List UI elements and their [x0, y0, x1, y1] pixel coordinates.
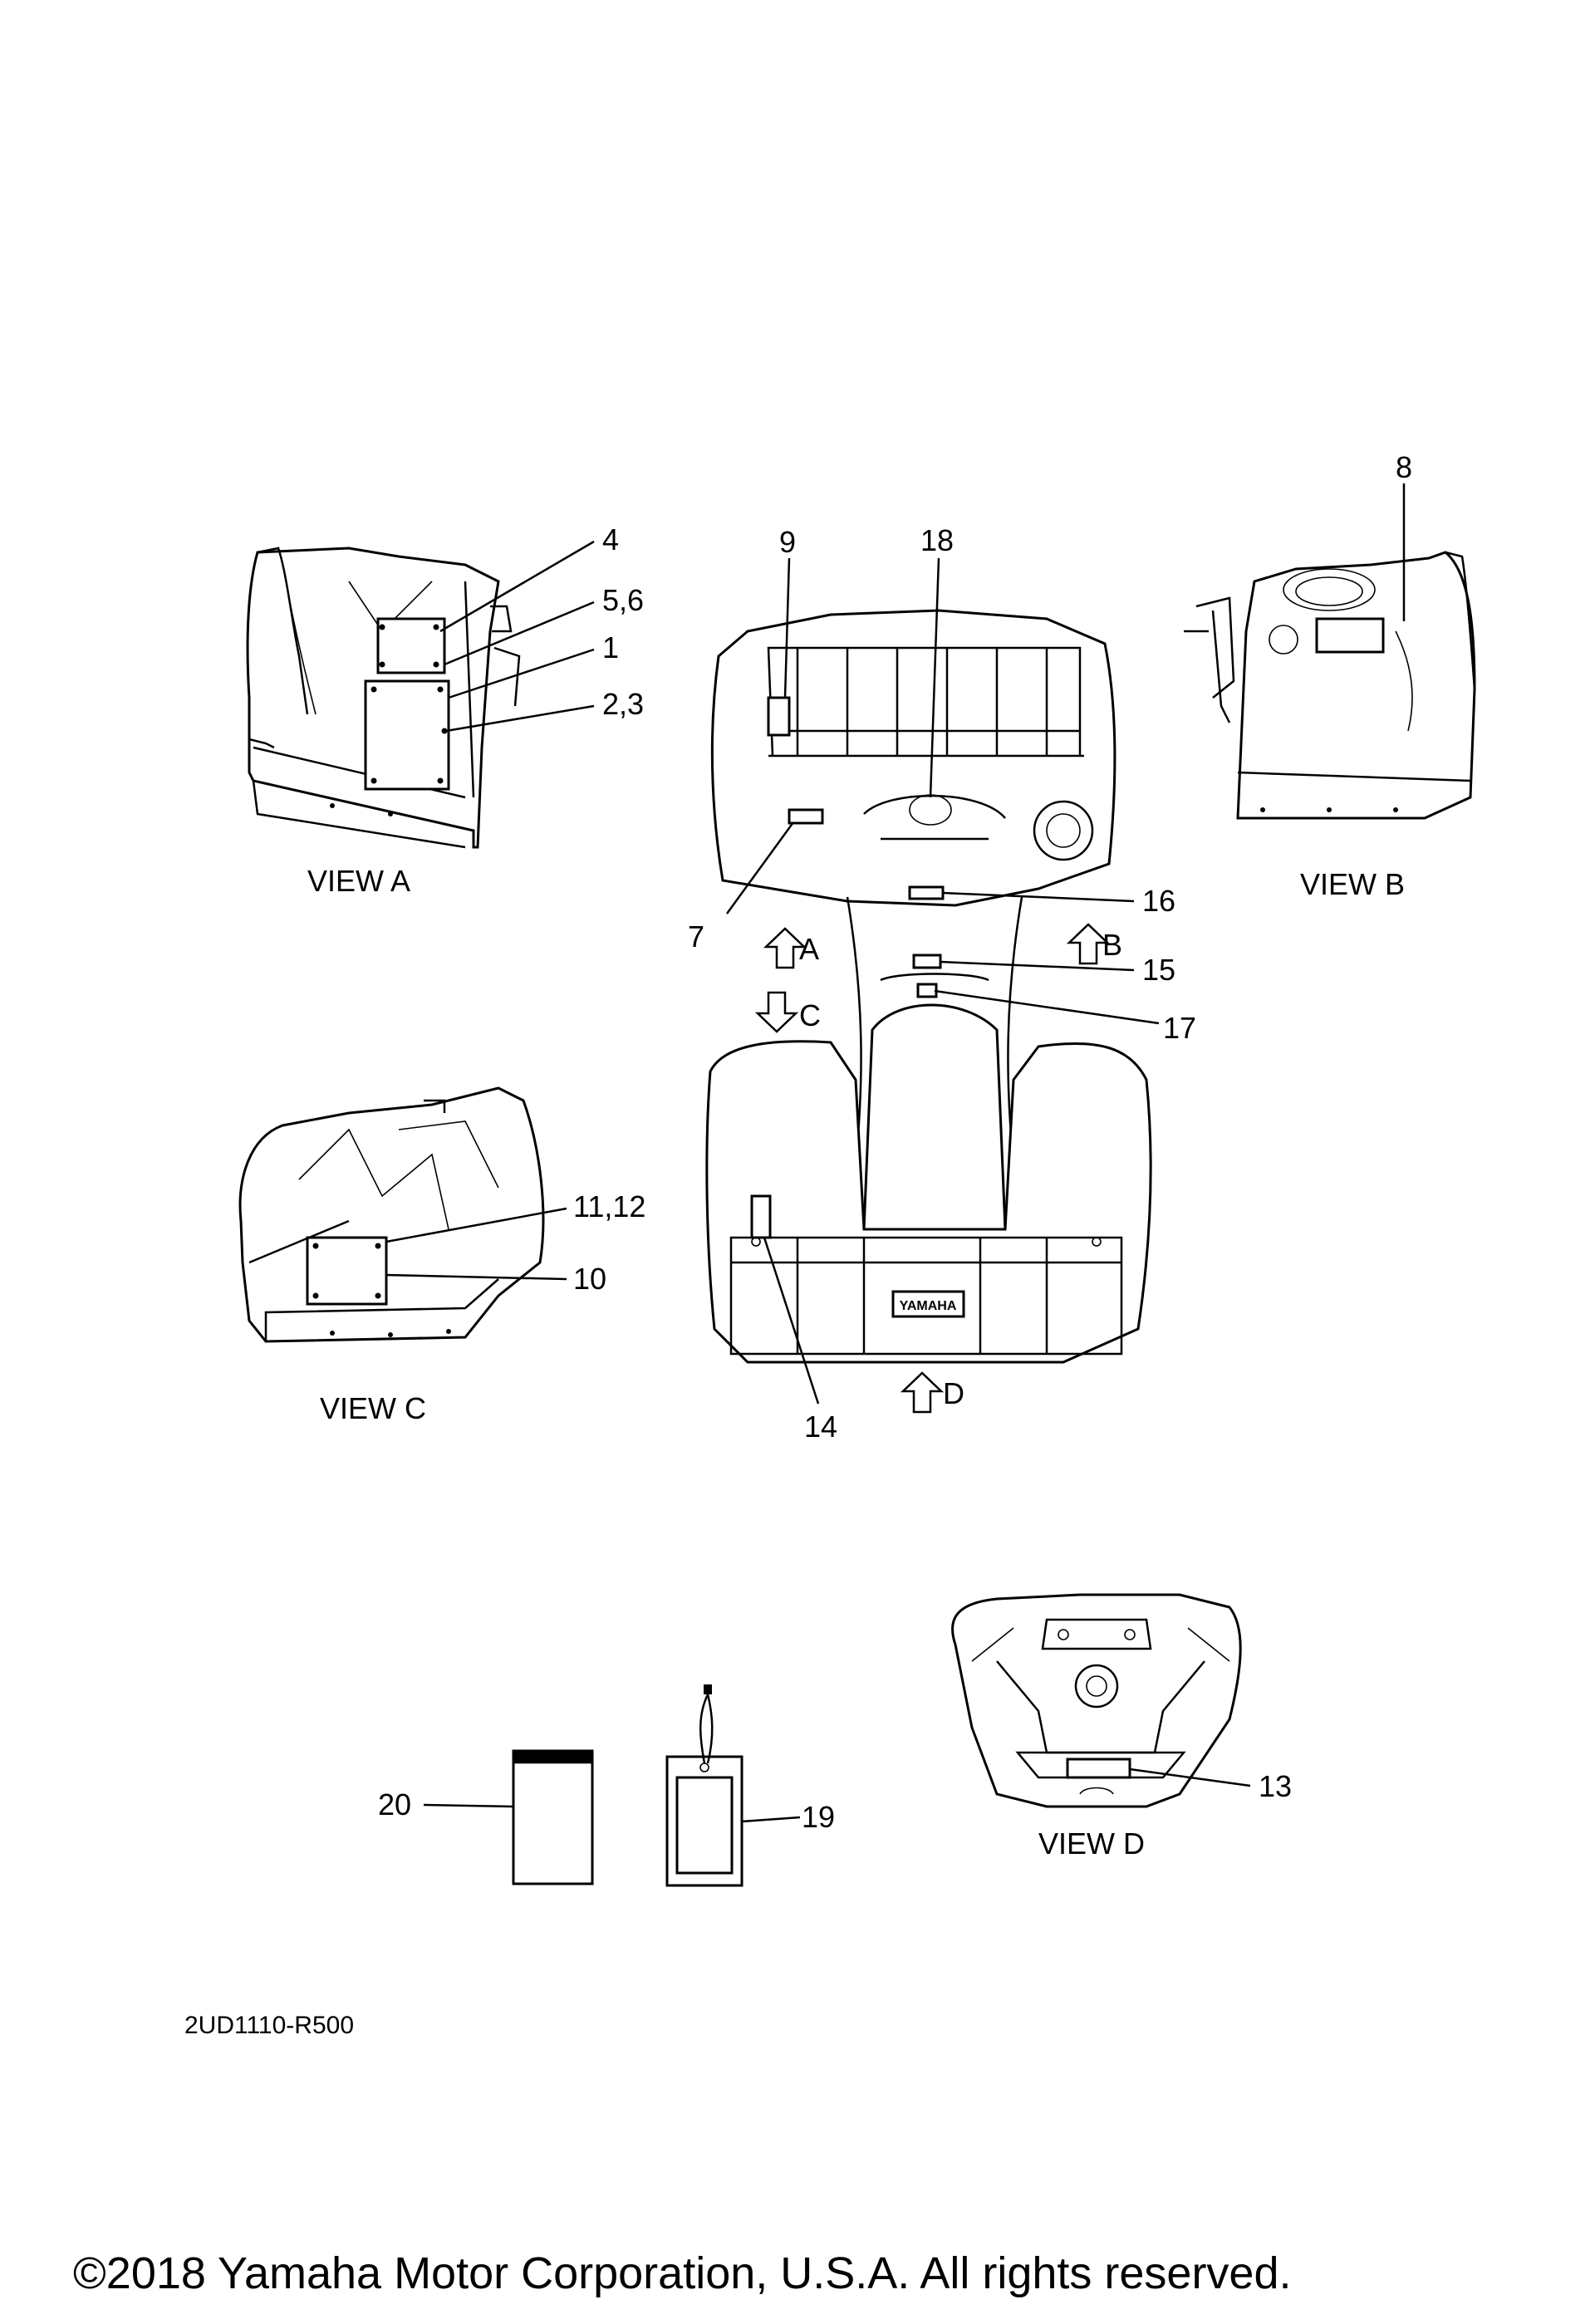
item-19-hang-tag: [665, 1684, 744, 1887]
decal-1: [364, 679, 450, 791]
view-b-drawing: [1184, 551, 1476, 820]
copyright-notice: ©2018 Yamaha Motor Corporation, U.S.A. A…: [73, 2248, 1292, 2298]
atv-top-view: YAMAHA: [705, 609, 1152, 1364]
callout-16: 16: [1142, 884, 1175, 918]
decal-16: [908, 885, 945, 900]
decal-17: [916, 983, 938, 998]
view-b-label: VIEW B: [1300, 867, 1405, 901]
arrow-view-d: D: [900, 1371, 964, 1414]
arrow-view-a: A: [763, 927, 819, 969]
view-d-drawing: [951, 1593, 1242, 1808]
decal-15: [912, 954, 942, 969]
rack-yamaha-badge: YAMAHA: [900, 1299, 957, 1313]
decal-7: [788, 808, 824, 825]
item-20-manual: [512, 1749, 594, 1885]
callout-8: 8: [1396, 450, 1412, 484]
callout-4: 4: [602, 522, 619, 556]
view-a-label: VIEW A: [307, 864, 410, 898]
callout-1: 1: [602, 630, 619, 664]
decal-13: [1066, 1758, 1131, 1779]
diagram-code: 2UD1110-R500: [184, 2012, 354, 2039]
callout-10: 10: [573, 1262, 606, 1296]
callout-18: 18: [920, 523, 954, 557]
svg-text:D: D: [943, 1376, 964, 1410]
view-c-label: VIEW C: [320, 1391, 426, 1425]
decal-9: [767, 696, 791, 737]
callout-17: 17: [1163, 1011, 1196, 1045]
decal-10: [306, 1236, 388, 1306]
callout-2-3: 2,3: [602, 687, 644, 721]
view-a-drawing: [246, 547, 521, 849]
arrow-view-b: B: [1066, 923, 1122, 965]
callout-14: 14: [804, 1410, 837, 1444]
view-c-drawing: [238, 1086, 545, 1343]
callout-15: 15: [1142, 953, 1175, 987]
callout-9: 9: [779, 525, 796, 559]
callout-7: 7: [688, 919, 704, 954]
svg-text:B: B: [1102, 928, 1122, 962]
arrow-view-c: C: [754, 991, 821, 1033]
callout-5-6: 5,6: [602, 583, 644, 617]
callout-20: 20: [378, 1787, 411, 1821]
callout-11-12: 11,12: [573, 1189, 645, 1223]
svg-text:A: A: [799, 932, 819, 966]
svg-text:C: C: [799, 998, 821, 1032]
callout-13: 13: [1259, 1769, 1292, 1803]
decal-8: [1315, 617, 1385, 654]
view-d-label: VIEW D: [1038, 1826, 1145, 1861]
decal-14: [750, 1194, 772, 1239]
callout-19: 19: [802, 1800, 835, 1834]
